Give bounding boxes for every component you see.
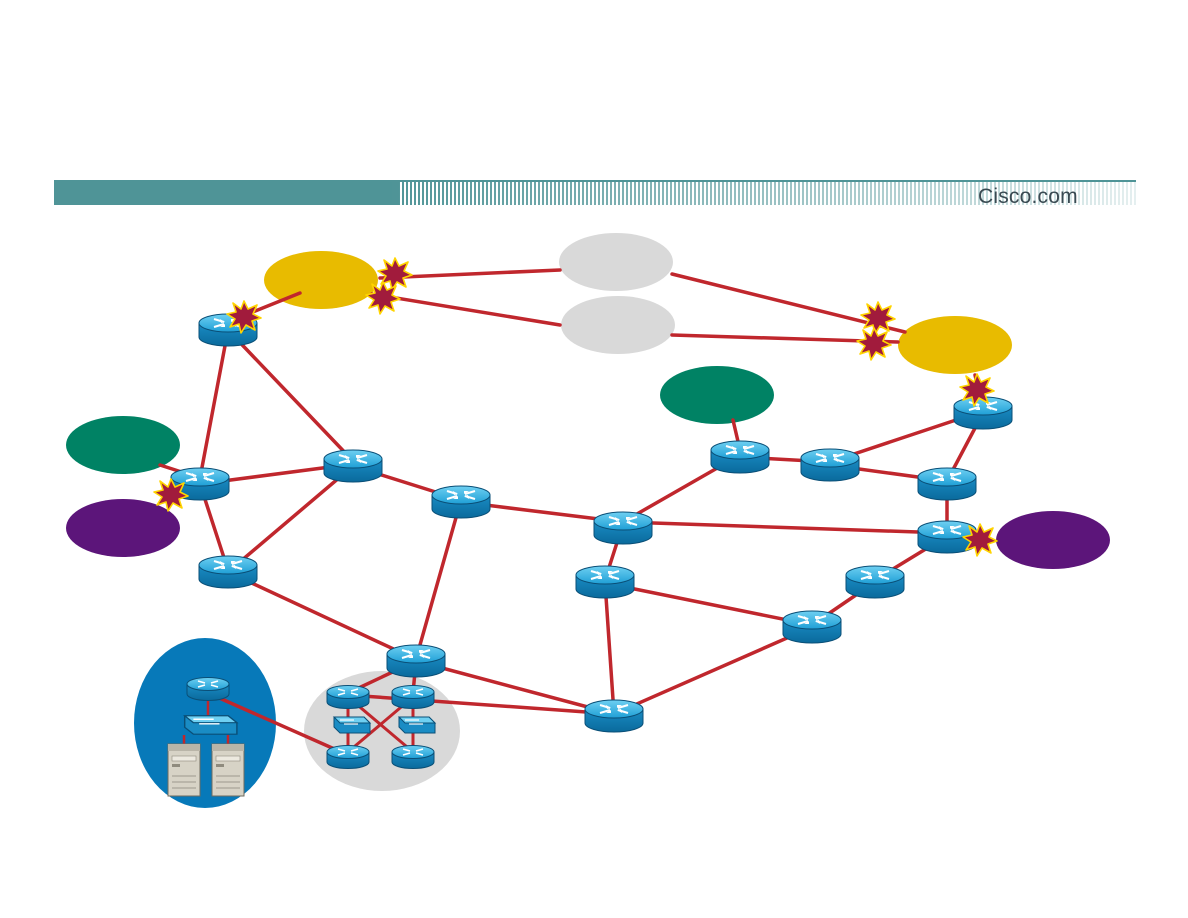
- router-icon[interactable]: [391, 684, 435, 710]
- router-icon[interactable]: [186, 676, 230, 702]
- switch-icon[interactable]: [183, 714, 238, 736]
- cloud-grey-top: [559, 233, 673, 291]
- cloud-grey-bottom: [561, 296, 675, 354]
- cloud-teal-right: [660, 366, 774, 424]
- brand-logo-text: Cisco.com: [978, 185, 1078, 208]
- router-icon[interactable]: [845, 565, 905, 599]
- explosion-icon: [856, 327, 892, 361]
- router-icon[interactable]: [386, 644, 446, 678]
- router-icon[interactable]: [326, 684, 370, 710]
- cloud-purple-right: [996, 511, 1110, 569]
- router-icon[interactable]: [323, 449, 383, 483]
- router-icon[interactable]: [953, 396, 1013, 430]
- cloud-teal-left: [66, 416, 180, 474]
- router-icon[interactable]: [800, 448, 860, 482]
- server-icon[interactable]: [211, 743, 245, 797]
- router-icon[interactable]: [710, 440, 770, 474]
- cloud-gold-right: [898, 316, 1012, 374]
- core-cluster-zone: [304, 671, 460, 791]
- router-icon[interactable]: [431, 485, 491, 519]
- switch-icon[interactable]: [333, 716, 371, 734]
- router-icon[interactable]: [198, 555, 258, 589]
- header-banner: [54, 180, 1136, 205]
- router-icon[interactable]: [593, 511, 653, 545]
- server-icon[interactable]: [167, 743, 201, 797]
- cloud-purple-left: [66, 499, 180, 557]
- switch-icon[interactable]: [398, 716, 436, 734]
- router-icon[interactable]: [782, 610, 842, 644]
- router-icon[interactable]: [326, 744, 370, 770]
- router-icon[interactable]: [584, 699, 644, 733]
- router-icon[interactable]: [917, 467, 977, 501]
- router-icon[interactable]: [575, 565, 635, 599]
- router-icon[interactable]: [391, 744, 435, 770]
